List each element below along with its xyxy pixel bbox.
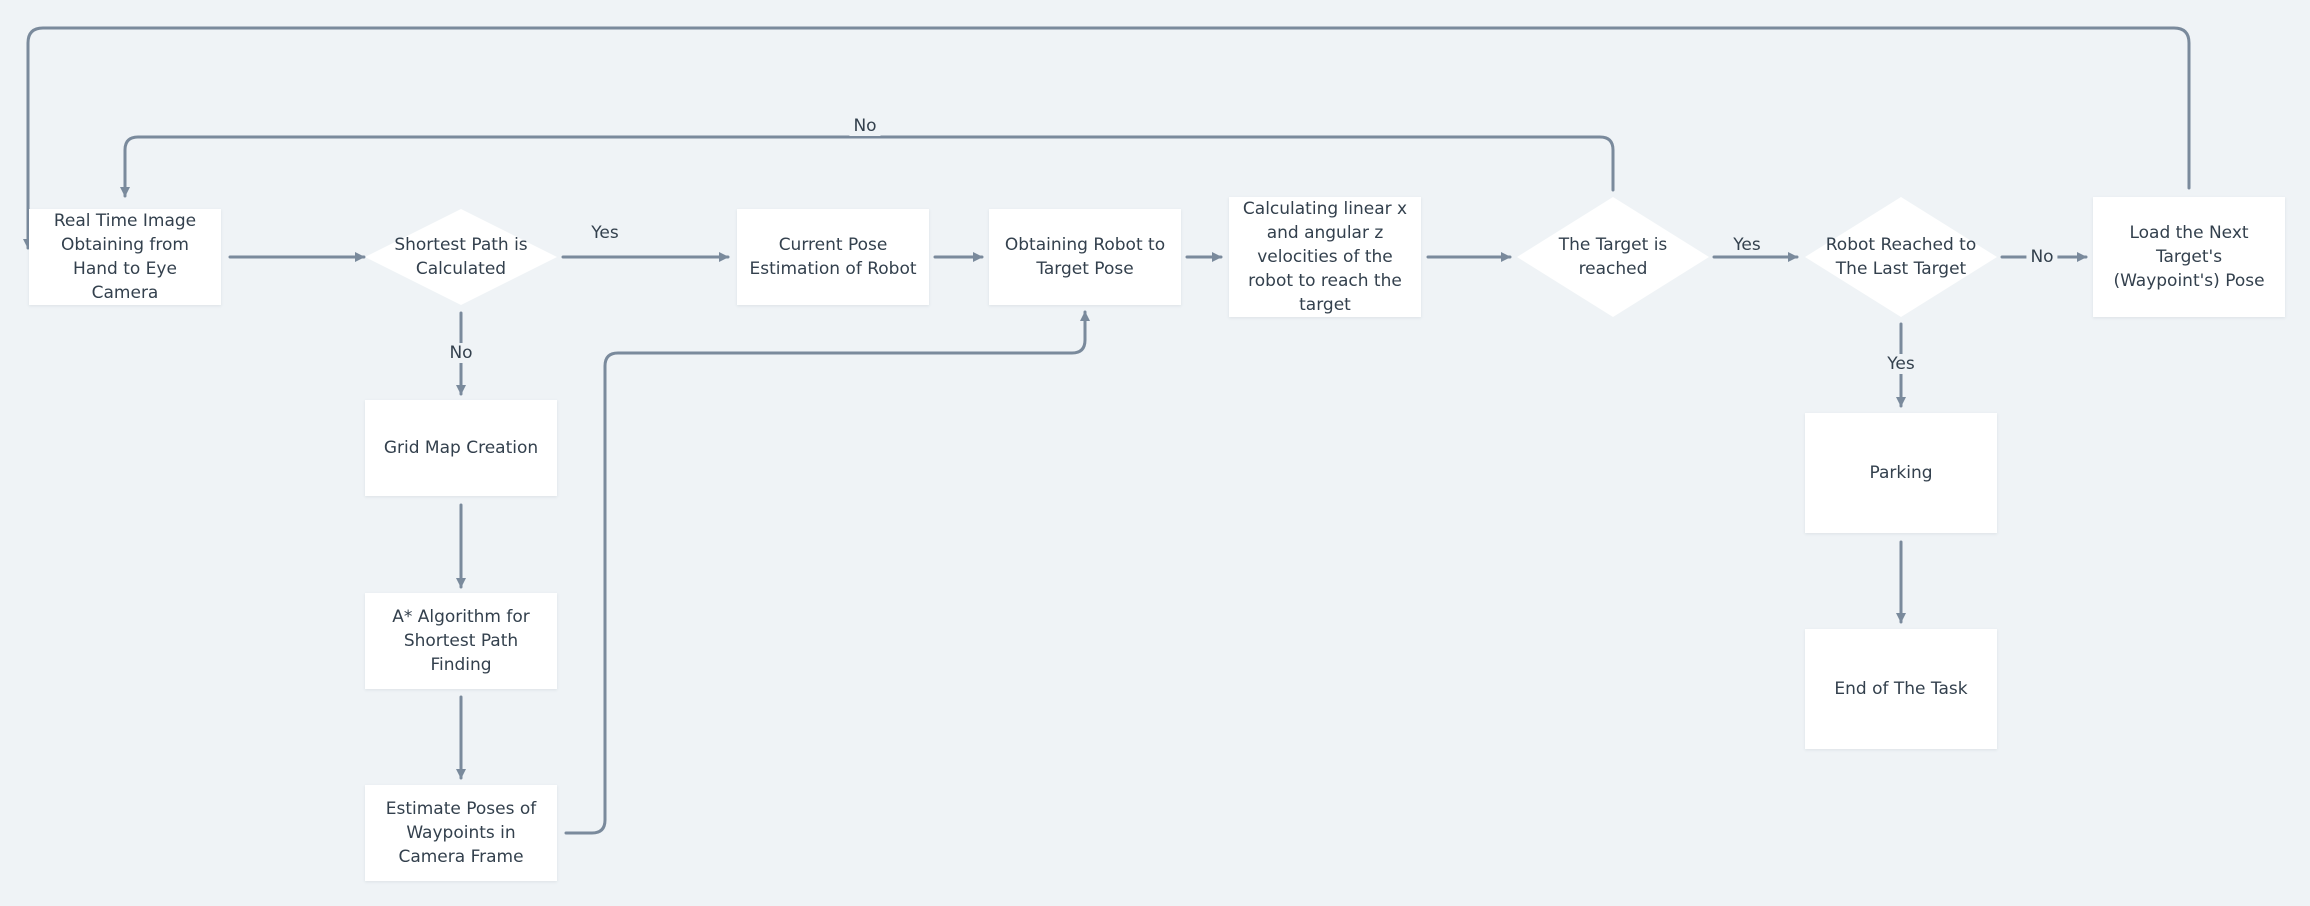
- diamond-shape: [1517, 197, 1709, 317]
- edge-load-next-loop: [23, 26, 2191, 250]
- node-camera: Real Time Image Obtaining from Hand to E…: [29, 209, 221, 305]
- edge-target-reached-no-loop: [120, 135, 1615, 198]
- node-estimate-poses: Estimate Poses of Waypoints in Camera Fr…: [365, 785, 557, 881]
- label-last-target-yes: Yes: [1883, 354, 1919, 374]
- node-end-task: End of The Task: [1805, 629, 1997, 749]
- node-parking: Parking: [1805, 413, 1997, 533]
- edge-estimate-to-robot-target: [564, 310, 1090, 835]
- node-target-reached: The Target is reached: [1558, 235, 1668, 279]
- node-robot-to-target: Obtaining Robot to Target Pose: [989, 209, 1181, 305]
- node-load-next: Load the Next Target's (Waypoint's) Pose: [2093, 197, 2285, 317]
- node-astar: A* Algorithm for Shortest Path Finding: [365, 593, 557, 689]
- node-target-reached-diamond: The Target is reached: [1517, 197, 1709, 317]
- diamond-shape: [1805, 197, 1997, 317]
- node-current-pose: Current Pose Estimation of Robot: [737, 209, 929, 305]
- node-grid-map: Grid Map Creation: [365, 400, 557, 496]
- node-last-target: Robot Reached to The Last Target: [1825, 235, 1977, 279]
- node-shortest-path: Shortest Path is Calculated: [394, 235, 528, 279]
- label-shortest-path-yes: Yes: [587, 223, 623, 243]
- node-shortest-path-diamond: Shortest Path is Calculated: [365, 209, 557, 305]
- label-target-reached-yes: Yes: [1729, 235, 1765, 255]
- node-last-target-diamond: Robot Reached to The Last Target: [1805, 197, 1997, 317]
- label-shortest-path-no: No: [445, 343, 477, 363]
- node-velocities: Calculating linear x and angular z veloc…: [1229, 197, 1421, 317]
- label-last-target-no: No: [2026, 247, 2058, 267]
- diamond-shape: [365, 209, 557, 305]
- label-target-reached-no: No: [849, 116, 881, 136]
